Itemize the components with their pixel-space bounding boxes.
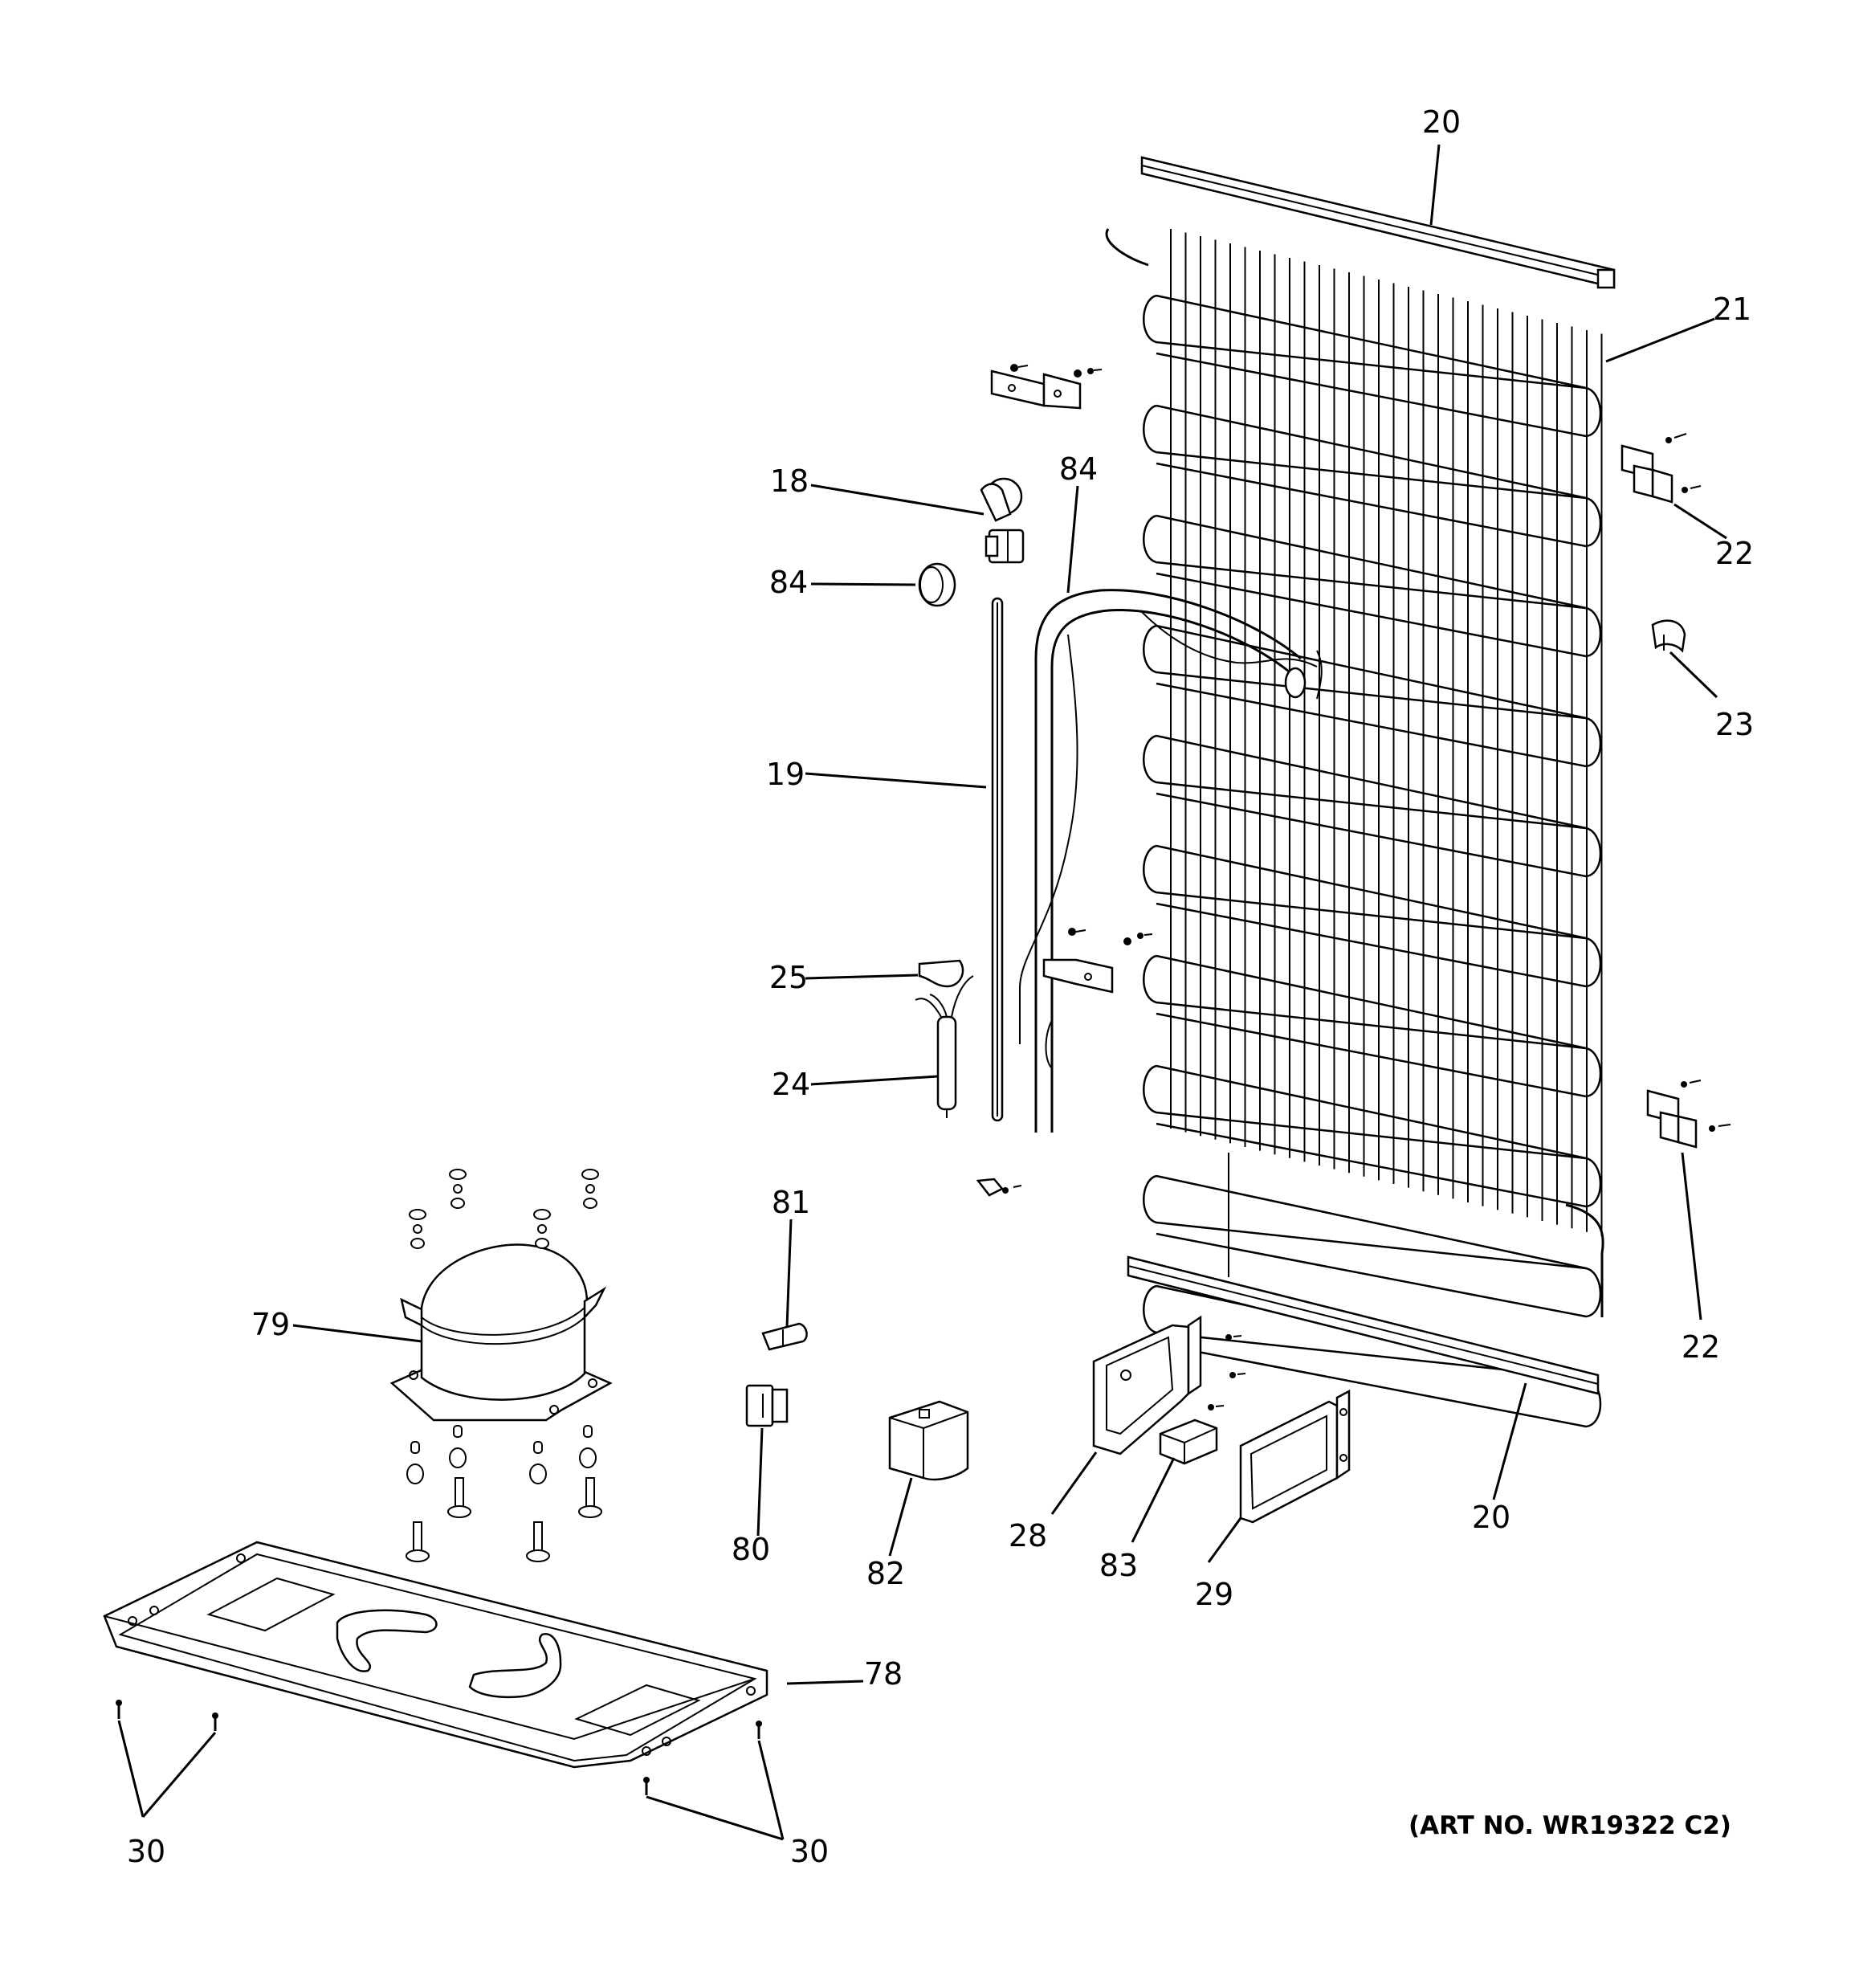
part-22-bracket-lower — [1646, 1080, 1731, 1149]
mounting-washer — [413, 1224, 422, 1234]
coil-tube — [1143, 954, 1602, 1098]
part-82-box-cover — [888, 1400, 969, 1481]
mounting-nut — [581, 1169, 599, 1180]
mounting-bushing — [449, 1447, 467, 1468]
coil-tube — [1156, 404, 1587, 500]
coil-tube — [1156, 1174, 1587, 1270]
condenser-coil-part — [1105, 228, 1604, 1428]
part-30-screws — [116, 1700, 762, 1795]
coil-tube — [1143, 404, 1602, 548]
label-83: 83 — [1099, 1548, 1138, 1583]
mounting-grommet — [410, 1238, 425, 1249]
coil-tube — [1143, 294, 1602, 438]
mounting-stud-base — [406, 1549, 430, 1562]
part-number-labels: 20 21 18 84 84 22 23 19 25 24 81 22 79 2… — [127, 104, 1754, 1869]
label-84-tube: 84 — [1059, 451, 1098, 487]
label-18: 18 — [770, 463, 809, 499]
part-22-bracket-upper — [1620, 433, 1702, 504]
leader-lines — [117, 144, 1727, 1841]
label-81: 81 — [772, 1185, 810, 1220]
coil-tube — [1143, 1064, 1602, 1208]
mounting-grommet — [450, 1198, 465, 1209]
part-79-compressor — [389, 1243, 613, 1422]
coil-tube — [1143, 624, 1602, 768]
coil-tube — [1156, 1064, 1587, 1160]
part-24-cylinder — [915, 975, 974, 1118]
mounting-spacer — [533, 1441, 543, 1454]
label-79: 79 — [251, 1307, 290, 1342]
label-21: 21 — [1713, 292, 1751, 327]
part-28-shroud — [1092, 1315, 1246, 1455]
discharge-tube-part — [1019, 589, 1323, 1133]
compressor-mounting-hardware — [406, 1169, 602, 1562]
part-80-relay — [745, 1384, 789, 1427]
label-20-lower: 20 — [1472, 1500, 1510, 1535]
mounting-bushing — [406, 1463, 424, 1484]
mounting-washer — [537, 1224, 547, 1234]
small-clamp-bolt — [976, 1178, 1022, 1197]
label-24: 24 — [772, 1067, 810, 1102]
mounting-stud-base — [578, 1505, 602, 1518]
coil-tube — [1143, 734, 1602, 878]
coil-tube — [1156, 514, 1587, 610]
coil-tube — [1156, 294, 1587, 390]
mounting-nut — [409, 1209, 426, 1220]
part-29-cover — [1239, 1389, 1351, 1524]
mounting-bushing — [579, 1447, 597, 1468]
mounting-nut — [533, 1209, 551, 1220]
label-29: 29 — [1195, 1577, 1233, 1612]
mounting-bushing — [529, 1463, 547, 1484]
top-channel-part — [1140, 156, 1616, 289]
coil-tube — [1143, 1174, 1602, 1318]
coil-tube — [1143, 514, 1602, 658]
part-19-tube — [991, 597, 1004, 1122]
label-22-upper: 22 — [1715, 536, 1754, 571]
part-25-clip — [918, 959, 964, 988]
mounting-nut — [449, 1169, 467, 1180]
label-25: 25 — [769, 960, 808, 995]
coil-tube — [1156, 624, 1587, 720]
coil-tube — [1156, 844, 1587, 940]
mounting-stud-base — [526, 1549, 550, 1562]
label-80: 80 — [732, 1532, 770, 1567]
mounting-washer — [453, 1184, 463, 1194]
label-28: 28 — [1009, 1518, 1047, 1553]
part-81-clip — [761, 1322, 808, 1351]
label-30-left: 30 — [127, 1834, 165, 1869]
label-23: 23 — [1715, 707, 1754, 742]
art-number: (ART NO. WR19322 C2) — [1408, 1811, 1731, 1840]
label-78: 78 — [864, 1656, 903, 1692]
coil-tube — [1143, 844, 1602, 988]
label-84-grommet: 84 — [769, 565, 808, 600]
mounting-grommet — [535, 1238, 549, 1249]
mounting-washer — [585, 1184, 595, 1194]
coil-tube — [1156, 734, 1587, 830]
part-78-base-plate — [103, 1541, 768, 1769]
part-18-component — [980, 477, 1025, 564]
mounting-stud-base — [447, 1505, 471, 1518]
mounting-spacer — [453, 1425, 463, 1438]
part-83-capacitor — [1159, 1419, 1218, 1465]
label-22-lower: 22 — [1682, 1329, 1720, 1365]
coil-tube — [1156, 954, 1587, 1050]
lower-channel-part — [1127, 1153, 1600, 1395]
label-20-top: 20 — [1422, 104, 1461, 140]
coil-mounting-bracket-upper — [990, 364, 1103, 410]
label-82: 82 — [866, 1556, 905, 1591]
mounting-grommet — [583, 1198, 597, 1209]
label-19: 19 — [766, 757, 805, 792]
part-84-grommet — [918, 562, 956, 607]
label-30-right: 30 — [790, 1834, 829, 1869]
part-23-clip — [1651, 619, 1686, 653]
coil-mounting-bracket-middle — [1042, 928, 1153, 994]
mounting-spacer — [583, 1425, 593, 1438]
mounting-spacer — [410, 1441, 420, 1454]
